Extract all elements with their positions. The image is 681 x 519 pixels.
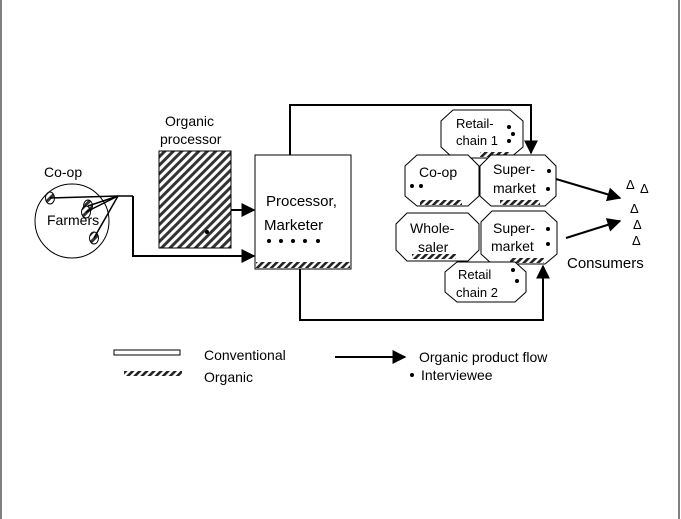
- interviewee-dot: [511, 132, 515, 136]
- interviewee-dot: [546, 187, 550, 191]
- retail-chain-2-label-2: chain 2: [456, 285, 498, 300]
- legend-organic-label: Organic: [204, 369, 253, 385]
- organic-processor-label-2: processor: [160, 131, 222, 147]
- supermarket-1-label-2: market: [493, 180, 536, 196]
- retail-chain-1-node: Retail- chain 1: [440, 109, 524, 159]
- consumers-label: Consumers: [567, 255, 644, 272]
- interviewee-dot: [507, 139, 511, 143]
- interviewee-dot: [316, 239, 320, 243]
- interviewee-dot: [546, 227, 550, 231]
- supermarket-1-node: Super- market: [479, 154, 557, 207]
- interviewee-dot: [291, 239, 295, 243]
- flow-arrow: [299, 264, 550, 321]
- farmers-label: Farmers: [47, 212, 99, 228]
- interviewee-dot: [267, 239, 271, 243]
- flow-arrow: [132, 196, 256, 263]
- consumer-symbols: Δ Δ Δ Δ Δ: [626, 177, 649, 248]
- flow-arrow: [555, 178, 622, 202]
- interviewee-dot: [547, 169, 551, 173]
- interviewee-dot: [419, 184, 423, 188]
- flow-arrow: [289, 104, 538, 155]
- flow-arrow: [565, 218, 622, 239]
- consumer-symbol-icon: Δ: [632, 233, 641, 248]
- legend-conventional-label: Conventional: [204, 347, 286, 363]
- organic-processor-node: Organic processor: [158, 113, 232, 249]
- legend-interviewee-label: Interviewee: [421, 367, 493, 383]
- retail-chain-2-node: Retail chain 2: [444, 261, 527, 303]
- processor-marketer-node: Processor, Marketer: [254, 154, 352, 270]
- coop-label: Co-op: [44, 164, 82, 180]
- supermarket-2-label-2: market: [491, 238, 534, 254]
- interviewee-dot: [410, 184, 414, 188]
- processor-marketer-label-1: Processor,: [266, 193, 337, 210]
- interviewee-dot: [205, 230, 209, 234]
- supermarket-2-node: Super- market: [480, 210, 558, 265]
- interviewee-dot: [515, 279, 519, 283]
- interviewee-dot: [507, 125, 511, 129]
- interviewee-dot: [303, 239, 307, 243]
- legend-conventional-swatch: [113, 349, 181, 356]
- processor-marketer-label-2: Marketer: [264, 217, 323, 234]
- consumer-symbol-icon: Δ: [640, 181, 649, 196]
- legend-interviewee-dot: [410, 373, 414, 377]
- retail-chain-2-label-1: Retail: [458, 267, 491, 282]
- coop-farmers-node: Co-op Farmers: [34, 164, 119, 259]
- wholesaler-label-1: Whole-: [410, 220, 455, 236]
- wholesaler-node: Whole- saler: [395, 212, 480, 262]
- legend-flow-label: Organic product flow: [419, 349, 548, 365]
- legend-organic-swatch: [124, 371, 182, 376]
- interviewee-dot: [511, 268, 515, 272]
- consumer-symbol-icon: Δ: [633, 217, 642, 232]
- wholesaler-label-2: saler: [418, 239, 449, 255]
- interviewee-dot: [279, 239, 283, 243]
- coop-store-label: Co-op: [419, 164, 457, 180]
- supermarket-2-label-1: Super-: [493, 220, 535, 236]
- supermarket-1-label-1: Super-: [493, 161, 535, 177]
- legend: Conventional Organic Organic product flo…: [113, 347, 548, 385]
- consumer-symbol-icon: Δ: [630, 201, 639, 216]
- retail-chain-1-label-1: Retail-: [456, 116, 494, 131]
- retail-chain-1-label-2: chain 1: [456, 133, 498, 148]
- organic-processor-label-1: Organic: [165, 113, 214, 129]
- coop-store-node: Co-op: [404, 154, 480, 207]
- interviewee-dot: [546, 242, 550, 246]
- consumer-symbol-icon: Δ: [626, 177, 635, 192]
